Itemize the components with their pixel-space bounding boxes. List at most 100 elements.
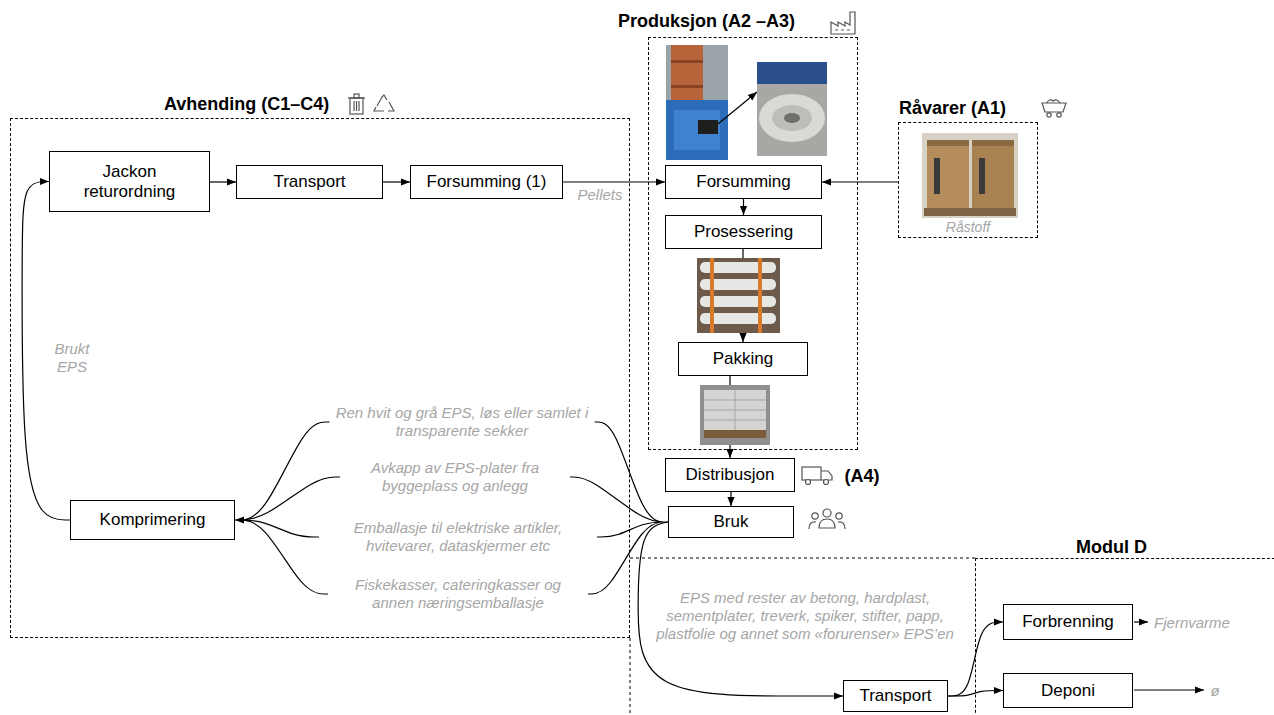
factory-icon <box>831 12 855 34</box>
raw-material-photo <box>922 133 1018 218</box>
waste-note: EPS med rester av betong, hardplast, sem… <box>654 589 956 643</box>
funnel-photo <box>784 113 800 123</box>
photo-caption: Råstoff <box>899 220 1037 235</box>
factory-icon <box>835 29 850 30</box>
flow-arrow <box>730 492 731 506</box>
flow-arrow <box>822 181 898 182</box>
funnel-photo <box>772 105 812 131</box>
recycle-icon <box>377 95 387 106</box>
box-label: Distribusjon <box>686 465 775 485</box>
waste-category: Avkapp av EPS-plater fra byggeplass og a… <box>344 459 566 495</box>
truck-icon <box>802 467 832 485</box>
machine-photo <box>671 60 703 63</box>
box-label: Pakking <box>713 349 773 369</box>
process-box: Komprimering <box>70 500 235 540</box>
process-box: Forsumming <box>665 165 822 199</box>
output-arrow <box>1134 689 1204 690</box>
flow-arrow <box>743 199 744 215</box>
machine-photo <box>666 45 728 160</box>
packing-photo <box>700 385 770 445</box>
cart-icon <box>1042 100 1066 117</box>
raw-material-photo <box>927 140 969 208</box>
region-heading: Produksjon (A2 –A3) <box>618 11 795 33</box>
cart-icon <box>1047 100 1060 103</box>
people-icon <box>809 522 816 529</box>
machine-photo <box>674 110 720 150</box>
region-heading: Avhending (C1–C4) <box>164 94 329 116</box>
packing-photo <box>704 430 766 438</box>
people-icon <box>838 522 845 529</box>
box-label: Forsumming <box>696 172 790 192</box>
people-icon <box>836 513 842 519</box>
process-box: Bruk <box>668 506 794 538</box>
funnel-photo <box>757 62 827 84</box>
factory-icon <box>831 12 855 34</box>
edge-label: Pellets <box>576 186 623 204</box>
process-box: Jackon returordning <box>49 151 210 212</box>
cart-icon <box>1042 103 1066 112</box>
machine-photo <box>698 120 718 134</box>
trash-icon <box>356 101 357 111</box>
raw-material-photo <box>972 140 1014 146</box>
process-box: Transport <box>236 165 383 199</box>
waste-category: Fiskekasser, cateringkasser og annen nær… <box>332 576 584 612</box>
box-label: Transport <box>859 686 931 706</box>
process-box: Deponi <box>1003 673 1133 708</box>
packing-photo <box>704 390 766 430</box>
machine-photo <box>666 45 728 160</box>
photo-pointer <box>718 92 757 124</box>
flow-arrow <box>383 181 410 182</box>
box-label: Forbrenning <box>1022 612 1114 632</box>
box-label: Komprimering <box>100 510 206 530</box>
packing-photo <box>700 385 770 445</box>
raw-material-photo <box>924 208 1016 216</box>
truck-icon <box>821 471 832 480</box>
edge-label: Brukt EPS <box>47 340 97 376</box>
box-label: Deponi <box>1041 681 1095 701</box>
processing-photo <box>758 258 762 333</box>
flow-arrow <box>235 422 668 594</box>
trash-icon <box>348 94 365 114</box>
people-icon <box>819 519 835 528</box>
region-line <box>630 558 975 715</box>
process-box: Pakking <box>678 342 808 376</box>
output-symbol: ø <box>1209 682 1220 700</box>
region-heading: Råvarer (A1) <box>899 98 1006 120</box>
box-label: Bruk <box>714 512 749 532</box>
trash-icon <box>350 98 363 114</box>
stage-region: Jackon returordningTransportForsumming (… <box>10 118 630 638</box>
cart-icon <box>1047 113 1051 117</box>
funnel-photo <box>757 62 827 156</box>
funnel-photo <box>759 94 825 142</box>
packing-photo <box>704 390 766 430</box>
waste-category: Ren hvit og grå EPS, løs eller samlet i … <box>334 404 591 440</box>
process-box: Forbrenning <box>1003 604 1133 640</box>
box-label: Jackon returordning <box>58 162 201 201</box>
processing-photo <box>710 258 714 333</box>
machine-photo <box>666 100 728 160</box>
phase-code: (A4) <box>844 466 881 488</box>
raw-material-photo <box>979 158 985 194</box>
region-line <box>630 558 975 559</box>
output-note: Fjernvarme <box>1153 614 1231 632</box>
raw-material-photo <box>922 133 1018 218</box>
region-line <box>630 638 631 715</box>
funnel-photo <box>757 62 827 156</box>
raw-material-photo <box>927 140 969 146</box>
cart-icon <box>1057 113 1061 117</box>
recycle-icon <box>374 95 394 111</box>
truck-icon <box>802 467 821 480</box>
truck-icon <box>806 480 811 485</box>
flow-arrow <box>210 181 236 182</box>
raw-material-photo <box>934 158 940 194</box>
stage-region: Råvarer (A1)Råstoff <box>898 122 1038 238</box>
process-box: Distribusjon <box>665 458 795 492</box>
box-label: Prosessering <box>694 222 793 242</box>
recycle-icon <box>388 102 394 111</box>
process-box: Transport <box>843 680 948 712</box>
box-label: Transport <box>273 172 345 192</box>
process-box: Prosessering <box>665 215 822 249</box>
trash-icon <box>353 101 354 111</box>
region-heading: Modul D <box>1076 537 1147 559</box>
flow-arrow <box>563 181 665 182</box>
